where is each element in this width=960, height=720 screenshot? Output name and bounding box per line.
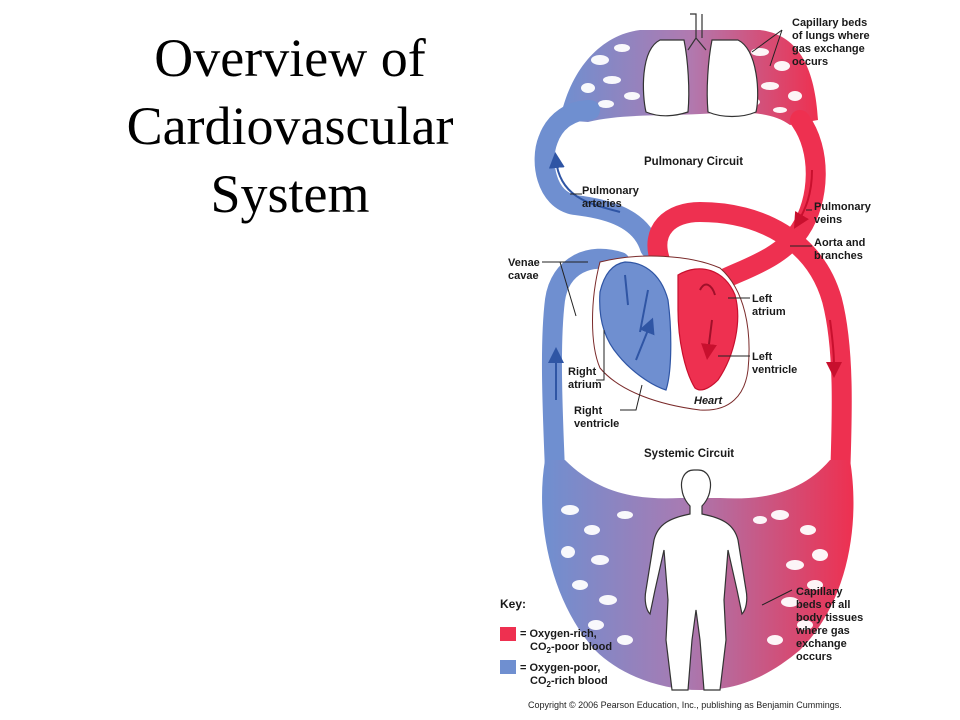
svg-text:Capillary: Capillary xyxy=(796,586,843,598)
svg-text:Capillary beds: Capillary beds xyxy=(792,17,867,29)
svg-text:CO2-rich blood: CO2-rich blood xyxy=(530,675,608,689)
svg-text:atrium: atrium xyxy=(568,379,602,391)
pulmonary-artery-vessel xyxy=(534,100,660,258)
label-capillary-lungs: Capillary beds of lungs where gas exchan… xyxy=(792,17,870,68)
label-pulmonary-arteries: Pulmonary arteries xyxy=(582,185,640,210)
label-right-atrium: Right atrium xyxy=(568,366,602,391)
label-left-ventricle: Left ventricle xyxy=(752,351,797,376)
left-heart-chambers xyxy=(677,268,739,391)
svg-text:Pulmonary: Pulmonary xyxy=(582,185,640,197)
title-line-1: Overview of xyxy=(154,28,426,88)
svg-text:= Oxygen-poor,: = Oxygen-poor, xyxy=(520,662,600,674)
label-heart: Heart xyxy=(694,395,723,407)
svg-text:Left: Left xyxy=(752,293,773,305)
svg-text:arteries: arteries xyxy=(582,198,622,210)
svg-text:CO2-poor blood: CO2-poor blood xyxy=(530,641,612,655)
svg-text:body tissues: body tissues xyxy=(796,612,863,624)
svg-text:where gas: where gas xyxy=(795,625,850,637)
body-silhouette xyxy=(644,469,748,691)
label-aorta: Aorta and branches xyxy=(814,237,865,262)
right-heart-chambers xyxy=(599,261,672,391)
svg-text:= Oxygen-rich,: = Oxygen-rich, xyxy=(520,628,597,640)
label-capillary-body: Capillary beds of all body tissues where… xyxy=(795,586,863,663)
title-line-3: System xyxy=(210,164,370,224)
label-pulmonary-veins: Pulmonary veins xyxy=(814,201,872,226)
key-swatch-oxygen-rich xyxy=(500,627,516,641)
svg-text:beds of all: beds of all xyxy=(796,599,850,611)
svg-text:of lungs where: of lungs where xyxy=(792,30,870,42)
label-pulmonary-circuit: Pulmonary Circuit xyxy=(644,156,743,168)
slide-title: Overview of Cardiovascular System xyxy=(60,24,520,228)
svg-text:Pulmonary: Pulmonary xyxy=(814,201,872,213)
svg-text:occurs: occurs xyxy=(792,56,828,68)
svg-text:ventricle: ventricle xyxy=(752,364,797,376)
svg-text:branches: branches xyxy=(814,250,863,262)
key-title: Key: xyxy=(500,597,526,611)
svg-text:exchange: exchange xyxy=(796,638,847,650)
pulmonary-vein-flow xyxy=(793,169,813,229)
copyright-notice: Copyright © 2006 Pearson Education, Inc.… xyxy=(528,700,842,710)
label-left-atrium: Left atrium xyxy=(752,293,786,318)
label-systemic-circuit: Systemic Circuit xyxy=(644,448,734,460)
label-venae-cavae: Venae cavae xyxy=(508,257,540,282)
venae-cavae-vessel xyxy=(541,248,630,480)
aorta-flow xyxy=(825,319,842,378)
svg-text:atrium: atrium xyxy=(752,306,786,318)
svg-text:Right: Right xyxy=(574,405,602,417)
svg-text:cavae: cavae xyxy=(508,270,539,282)
pulmonary-artery-flow xyxy=(548,152,621,213)
pulmonary-vein-vessel xyxy=(708,110,826,292)
key-legend: Key: = Oxygen-rich, CO2-poor blood = Oxy… xyxy=(500,597,612,689)
aorta-vessel xyxy=(647,201,852,490)
svg-text:Right: Right xyxy=(568,366,596,378)
label-leaders xyxy=(542,29,812,606)
svg-text:ventricle: ventricle xyxy=(574,418,619,430)
svg-text:veins: veins xyxy=(814,214,842,226)
label-right-ventricle: Right ventricle xyxy=(574,405,619,430)
lungs xyxy=(642,13,759,118)
svg-text:Aorta and: Aorta and xyxy=(814,237,865,249)
title-line-2: Cardiovascular xyxy=(126,96,454,156)
key-swatch-oxygen-poor xyxy=(500,660,516,674)
svg-text:Venae: Venae xyxy=(508,257,540,269)
svg-text:occurs: occurs xyxy=(796,651,832,663)
svg-text:gas exchange: gas exchange xyxy=(792,43,865,55)
svg-text:Left: Left xyxy=(752,351,773,363)
